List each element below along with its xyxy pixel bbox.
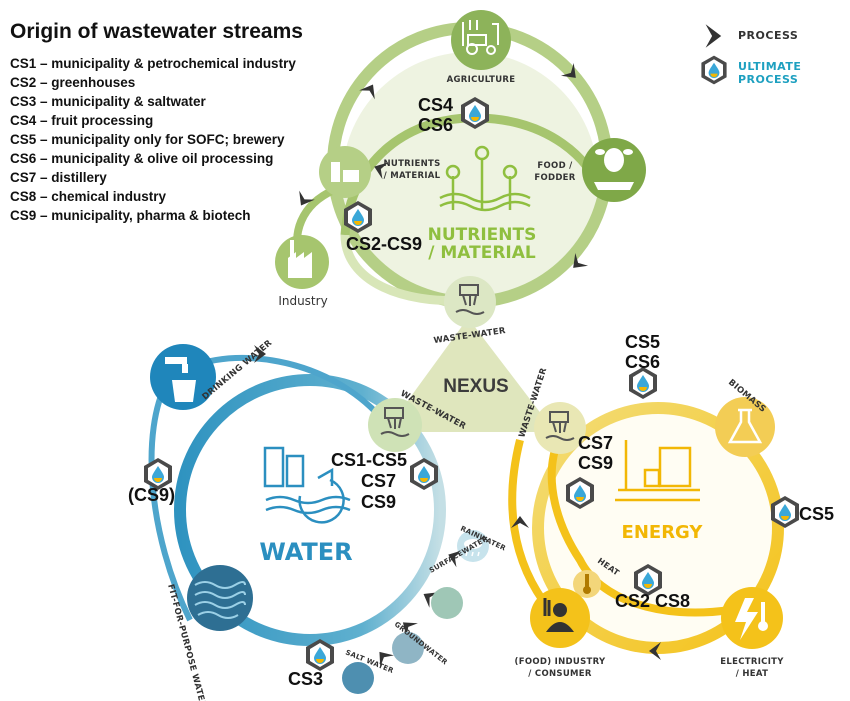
agriculture-node — [451, 10, 511, 70]
cs9-water-label: CS9 — [361, 492, 396, 512]
cs2-cs9-label: CS2-CS9 — [346, 234, 422, 254]
cloud-icon — [464, 539, 482, 557]
factory-icon — [288, 240, 312, 278]
flask-icon — [727, 408, 763, 444]
pipe-icon — [380, 407, 410, 437]
legend-item: CS4 – fruit processing — [10, 113, 154, 128]
agriculture-label: AGRICULTURE — [447, 75, 516, 85]
lightning-icon — [735, 598, 758, 640]
key-ultimate-line1: ULTIMATE — [738, 60, 802, 73]
nutrients-node-label-line1: NUTRIENTS — [383, 159, 440, 169]
energy-title: ENERGY — [622, 522, 704, 543]
water-title: WATER — [259, 538, 352, 566]
legend-item: CS9 – municipality, pharma & biotech — [10, 208, 251, 223]
legend-item: CS8 – chemical industry — [10, 189, 167, 204]
industry-label: Industry — [278, 294, 327, 308]
cs3-label: CS3 — [288, 669, 323, 689]
saltwater-node — [342, 662, 374, 694]
key-ultimate-line2: PROCESS — [738, 73, 799, 86]
city-icon — [615, 440, 700, 502]
nutrients-disc — [342, 52, 598, 308]
tractor-icon — [462, 20, 499, 55]
groundwater-node — [392, 632, 424, 664]
cs5-top-label: CS5 — [625, 332, 660, 352]
wave-icon — [194, 581, 246, 619]
cs7-energy-label: CS7 — [578, 433, 613, 453]
electricity-label-line1: ELECTRICITY — [720, 657, 784, 667]
legend-item: CS7 – distillery — [10, 170, 107, 185]
industry-consumer-node — [530, 588, 590, 648]
cs4-label: CS4 — [418, 95, 453, 115]
nutrients-cycle: AGRICULTURE FOOD / FODDER NUTRIENTS / MA… — [275, 10, 646, 346]
legend-item: CS2 – greenhouses — [10, 75, 136, 90]
thermometer-icon — [583, 574, 591, 594]
energy-left-arc — [508, 439, 554, 613]
silo-icon — [331, 162, 359, 182]
food-label-line1: FOOD / — [537, 161, 573, 171]
water-inner-ring — [174, 374, 446, 646]
tap-icon — [165, 357, 196, 402]
cs7-water-label: CS7 — [361, 471, 396, 491]
pipe-icon — [455, 284, 485, 315]
legend-item: CS5 – municipality only for SOFC; brewer… — [10, 132, 285, 147]
nutrients-title-line2: / MATERIAL — [428, 243, 536, 263]
energy-inner-arc — [547, 434, 731, 617]
legend-title: Origin of wastewater streams — [10, 20, 303, 43]
process-arrow-icon — [705, 24, 722, 48]
cs6-top-label: CS6 — [418, 115, 453, 135]
worker-icon — [543, 598, 574, 632]
nexus-triangle — [385, 318, 555, 432]
city-icon — [263, 446, 351, 524]
key-process-label: PROCESS — [738, 29, 799, 42]
energy-cycle: BIOMASS WASTE-WATER ENERGY HEAT ELECTRIC… — [508, 366, 784, 679]
sprout-icon — [439, 145, 531, 212]
nutrients-title-line1: NUTRIENTS — [428, 225, 537, 245]
electricity-label-line2: / HEAT — [736, 669, 769, 679]
cs9-energy-label: CS9 — [578, 453, 613, 473]
legend-item: CS6 – municipality & olive oil processin… — [10, 151, 274, 166]
legend-item: CS1 – municipality & petrochemical indus… — [10, 56, 296, 71]
cs5-right-label: CS5 — [799, 504, 834, 524]
cs1-cs5-label: CS1-CS5 — [331, 450, 407, 470]
nexus-label: NEXUS — [443, 376, 508, 397]
surfacewater-node — [431, 587, 463, 619]
industry-consumer-label-line2: / CONSUMER — [528, 669, 592, 679]
cs2-cs8-label: CS2 CS8 — [615, 591, 690, 611]
legend-item: CS3 – municipality & saltwater — [10, 94, 206, 109]
cs9-paren-label: (CS9) — [128, 485, 175, 505]
cs6-energy-label: CS6 — [625, 352, 660, 372]
food-label-line2: FODDER — [534, 173, 575, 183]
pipe-icon — [545, 411, 575, 441]
thermometer-icon — [758, 602, 768, 631]
cow-icon — [594, 148, 634, 190]
nutrients-node-label-line2: / MATERIAL — [384, 171, 441, 181]
legend-list: CS1 – municipality & petrochemical indus… — [10, 54, 296, 225]
industry-consumer-label-line1: (FOOD) INDUSTRY — [515, 657, 606, 667]
ultimate-process-icon — [701, 55, 727, 85]
